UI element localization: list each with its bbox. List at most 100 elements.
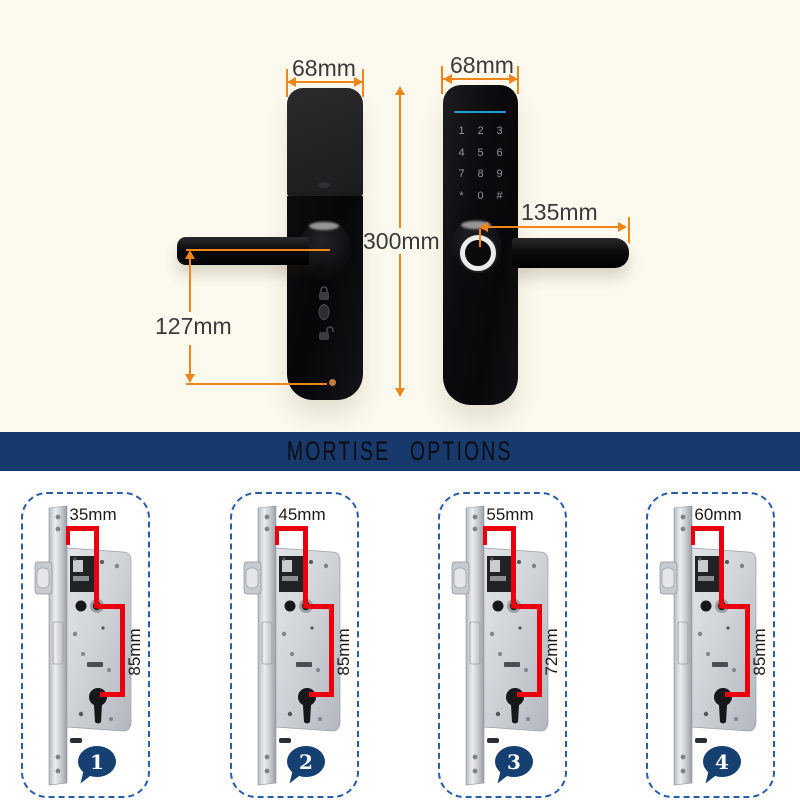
mortise-options-banner: MORTISE OPTIONS bbox=[0, 432, 800, 471]
keypad-key: 0 bbox=[477, 189, 484, 202]
dimension-line bbox=[287, 81, 363, 83]
left-lock-logo-mark bbox=[318, 182, 330, 188]
product-view-section: 1 2 3 4 5 6 7 8 9 * 0 # 68mm 68mm bbox=[0, 0, 800, 432]
dimension-tick bbox=[517, 66, 519, 94]
lever-height-dimension-label: 127mm bbox=[155, 313, 232, 339]
center-distance-line bbox=[329, 604, 334, 697]
dimension-tick bbox=[441, 66, 443, 94]
right-lock-lever-handle bbox=[512, 238, 629, 268]
mortise-option-card-4: 60mm 85mm 4 bbox=[646, 492, 775, 798]
backset-dimension-line bbox=[66, 526, 70, 545]
dimension-line bbox=[399, 254, 401, 388]
arrowhead-icon bbox=[509, 74, 518, 84]
option-number-badge: 1 bbox=[78, 746, 116, 777]
backset-label: 55mm bbox=[486, 505, 534, 524]
dimension-line bbox=[488, 226, 620, 228]
dimension-tick bbox=[362, 69, 364, 97]
dimension-tick bbox=[628, 217, 630, 243]
mortise-lock-image bbox=[243, 505, 341, 786]
dimension-tick bbox=[286, 69, 288, 97]
right-hub-highlight bbox=[461, 221, 491, 229]
keypad-key: 6 bbox=[496, 146, 503, 159]
keypad-key: 7 bbox=[458, 168, 465, 181]
option-number-badge: 2 bbox=[287, 746, 325, 777]
backset-label: 35mm bbox=[69, 505, 117, 524]
mortise-lock-slot bbox=[23, 494, 148, 796]
center-distance-label: 85mm bbox=[334, 628, 353, 676]
fingerprint-dimension-label: 135mm bbox=[521, 199, 598, 225]
center-distance-line bbox=[97, 604, 125, 609]
backset-dimension-line bbox=[691, 526, 695, 545]
center-distance-label: 85mm bbox=[750, 628, 769, 676]
mortise-lock-slot bbox=[440, 494, 565, 796]
mortise-option-card-3: 55mm 72mm 3 bbox=[438, 492, 567, 798]
arrowhead-icon bbox=[395, 86, 405, 95]
mortise-options-section: 35mm 85mm 1 bbox=[0, 471, 800, 800]
fingerprint-sensor bbox=[460, 235, 496, 271]
keypad-key: 1 bbox=[458, 125, 465, 138]
keypad-key: 5 bbox=[477, 146, 484, 159]
dimension-connector bbox=[479, 229, 481, 247]
center-distance-line bbox=[722, 604, 750, 609]
center-distance-label: 85mm bbox=[125, 628, 144, 676]
left-lock-top-module bbox=[287, 88, 363, 197]
backset-dimension-line bbox=[303, 526, 308, 608]
left-width-dimension-label: 68mm bbox=[292, 55, 356, 81]
arrowhead-icon bbox=[354, 77, 363, 87]
center-distance-line bbox=[120, 604, 125, 697]
center-distance-line bbox=[517, 692, 542, 697]
center-distance-line bbox=[100, 692, 125, 697]
backset-label: 45mm bbox=[278, 505, 326, 524]
center-distance-line bbox=[725, 692, 750, 697]
dimension-line bbox=[186, 383, 327, 385]
arrowhead-icon bbox=[479, 222, 488, 232]
center-distance-label: 72mm bbox=[542, 628, 561, 676]
backset-dimension-line bbox=[276, 526, 308, 531]
keypad-key: # bbox=[496, 189, 503, 202]
center-distance-line bbox=[537, 604, 542, 697]
keypad-key: 8 bbox=[477, 168, 484, 181]
mortise-lock-image bbox=[451, 505, 549, 786]
center-distance-line bbox=[306, 604, 334, 609]
keypad-key: 2 bbox=[477, 125, 484, 138]
option-number-badge: 4 bbox=[703, 746, 741, 777]
left-lock-reset-dot bbox=[329, 379, 336, 386]
arrowhead-icon bbox=[443, 74, 452, 84]
mortise-option-card-2: 45mm 85mm 2 bbox=[230, 492, 359, 798]
backset-dimension-line bbox=[67, 526, 99, 531]
center-distance-line bbox=[514, 604, 542, 609]
left-lock-lever-handle bbox=[177, 237, 309, 265]
lock-unlock-indicator-icons bbox=[318, 286, 334, 340]
dimension-line bbox=[189, 255, 191, 312]
option-number-badge: 3 bbox=[495, 746, 533, 777]
backset-dimension-line bbox=[511, 526, 516, 608]
dimension-line bbox=[186, 249, 330, 251]
arrowhead-icon bbox=[287, 77, 296, 87]
arrowhead-icon bbox=[185, 374, 195, 383]
left-hub-highlight bbox=[309, 222, 339, 230]
touch-keypad: 1 2 3 4 5 6 7 8 9 * 0 # bbox=[452, 121, 509, 207]
backset-dimension-line bbox=[94, 526, 99, 608]
mortise-lock-image bbox=[34, 505, 132, 786]
keypad-key: 4 bbox=[458, 146, 465, 159]
backset-dimension-line bbox=[483, 526, 487, 545]
mortise-option-card-1: 35mm 85mm 1 bbox=[21, 492, 150, 798]
keypad-key: 9 bbox=[496, 168, 503, 181]
backset-dimension-line bbox=[484, 526, 516, 531]
height-dimension-label: 300mm bbox=[363, 228, 440, 254]
center-distance-line bbox=[745, 604, 750, 697]
keypad-accent-line bbox=[454, 111, 506, 113]
arrowhead-icon bbox=[395, 388, 405, 397]
backset-dimension-line bbox=[275, 526, 279, 545]
mortise-lock-slot bbox=[232, 494, 357, 796]
backset-dimension-line bbox=[692, 526, 724, 531]
backset-dimension-line bbox=[719, 526, 724, 608]
arrowhead-icon bbox=[618, 222, 627, 232]
banner-title: MORTISE OPTIONS bbox=[287, 436, 513, 466]
center-distance-line bbox=[309, 692, 334, 697]
dimension-line bbox=[189, 345, 191, 378]
dimension-line bbox=[399, 94, 401, 228]
arrowhead-icon bbox=[185, 250, 195, 259]
dimension-line bbox=[443, 78, 518, 80]
